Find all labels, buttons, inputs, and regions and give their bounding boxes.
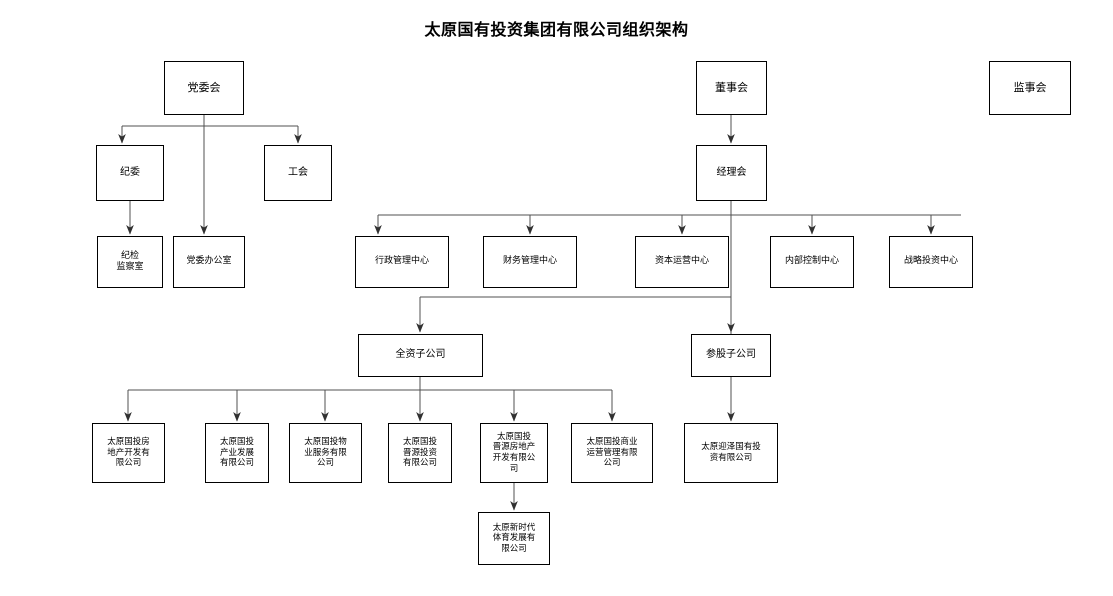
node-board-of-directors[interactable]: 董事会 xyxy=(696,61,767,115)
node-label: 纪委 xyxy=(120,166,140,178)
node-label: 全资子公司 xyxy=(395,349,446,361)
node-management-board[interactable]: 经理会 xyxy=(696,145,767,201)
page-title: 太原国有投资集团有限公司组织架构 xyxy=(424,20,689,39)
node-sub-real-estate[interactable]: 太原国投房 地产开发有 限公司 xyxy=(92,423,165,483)
node-label: 战略投资中心 xyxy=(903,256,958,267)
node-label: 党委会 xyxy=(187,81,221,95)
node-sub-new-era-sports[interactable]: 太原新时代 体育发展有 限公司 xyxy=(478,512,550,565)
node-capital-ops-center[interactable]: 资本运营中心 xyxy=(635,236,729,288)
node-board-of-supervisors[interactable]: 监事会 xyxy=(989,61,1071,115)
node-label: 工会 xyxy=(288,166,308,178)
node-sub-commercial-operations[interactable]: 太原国投商业 运营管理有限 公司 xyxy=(571,423,653,483)
node-equity-participation-subsidiaries[interactable]: 参股子公司 xyxy=(691,334,771,377)
node-label: 董事会 xyxy=(715,81,748,95)
node-internal-control-center[interactable]: 内部控制中心 xyxy=(770,236,854,288)
node-label: 太原国投物 业服务有限 公司 xyxy=(304,437,347,469)
node-label: 经理会 xyxy=(716,166,747,178)
node-wholly-owned-subsidiaries[interactable]: 全资子公司 xyxy=(358,334,483,377)
node-label: 太原国投 晋源投资 有限公司 xyxy=(402,437,437,469)
node-label: 太原国投 晋源房地产 开发有限公 司 xyxy=(492,431,536,474)
node-sub-jinyuan-investment[interactable]: 太原国投 晋源投资 有限公司 xyxy=(388,423,452,483)
node-label: 纪检 监察室 xyxy=(116,250,144,272)
node-finance-center[interactable]: 财务管理中心 xyxy=(483,236,577,288)
node-discipline-inspection-office[interactable]: 纪检 监察室 xyxy=(97,236,163,288)
node-sub-property-services[interactable]: 太原国投物 业服务有限 公司 xyxy=(289,423,362,483)
node-strategic-investment-center[interactable]: 战略投资中心 xyxy=(889,236,973,288)
node-label: 资本运营中心 xyxy=(654,256,709,267)
node-sub-jinyuan-real-estate[interactable]: 太原国投 晋源房地产 开发有限公 司 xyxy=(480,423,548,483)
node-discipline-committee[interactable]: 纪委 xyxy=(96,145,164,201)
node-label: 内部控制中心 xyxy=(784,256,839,267)
node-label: 太原国投商业 运营管理有限 公司 xyxy=(586,437,638,469)
node-label: 太原国投 产业发展 有限公司 xyxy=(219,437,254,469)
node-party-committee[interactable]: 党委会 xyxy=(164,61,244,115)
node-label: 太原新时代 体育发展有 限公司 xyxy=(492,522,536,554)
node-label: 太原迎泽国有投 资有限公司 xyxy=(701,442,761,463)
node-label: 行政管理中心 xyxy=(374,256,429,267)
node-label: 监事会 xyxy=(1013,81,1047,95)
node-label: 太原国投房 地产开发有 限公司 xyxy=(107,437,150,469)
node-sub-industry-development[interactable]: 太原国投 产业发展 有限公司 xyxy=(205,423,269,483)
node-label: 财务管理中心 xyxy=(502,256,557,267)
node-admin-center[interactable]: 行政管理中心 xyxy=(355,236,449,288)
node-label: 参股子公司 xyxy=(706,349,756,361)
node-party-office[interactable]: 党委办公室 xyxy=(173,236,245,288)
node-labor-union[interactable]: 工会 xyxy=(264,145,332,201)
node-sub-yingze-investment[interactable]: 太原迎泽国有投 资有限公司 xyxy=(684,423,778,483)
node-label: 党委办公室 xyxy=(186,256,232,267)
